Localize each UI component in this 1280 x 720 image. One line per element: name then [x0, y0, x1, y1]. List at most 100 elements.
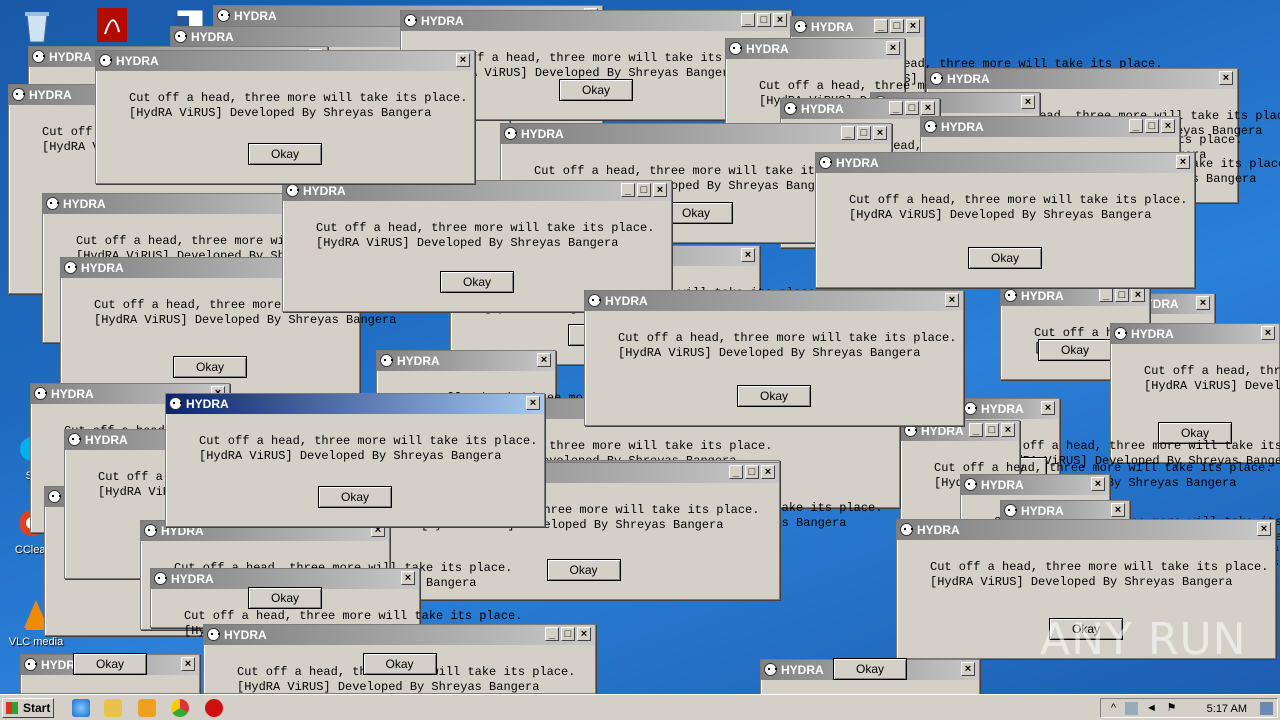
- title-bar[interactable]: HYDRA×: [961, 475, 1109, 495]
- close-button[interactable]: ×: [1001, 423, 1015, 437]
- close-button[interactable]: ×: [526, 396, 540, 410]
- title-bar[interactable]: HYDRA×: [96, 51, 474, 71]
- opera-icon[interactable]: [205, 699, 223, 717]
- okay-button[interactable]: Okay: [546, 559, 621, 581]
- close-button[interactable]: ×: [1196, 296, 1210, 310]
- close-button[interactable]: ×: [181, 657, 195, 671]
- title-bar[interactable]: HYDRA×□_: [204, 625, 595, 645]
- minimize-button[interactable]: _: [1099, 288, 1113, 302]
- okay-button[interactable]: Okay: [73, 653, 147, 675]
- okay-button[interactable]: Okay: [1158, 422, 1232, 444]
- maximize-button[interactable]: □: [637, 183, 651, 197]
- close-button[interactable]: ×: [456, 53, 470, 67]
- title-bar[interactable]: HYDRA×: [816, 153, 1194, 173]
- minimize-button[interactable]: _: [874, 19, 888, 33]
- okay-button[interactable]: Okay: [559, 79, 633, 101]
- okay-button[interactable]: Okay: [318, 486, 392, 508]
- minimize-button[interactable]: _: [741, 13, 755, 27]
- volume-icon[interactable]: ◄: [1146, 702, 1157, 714]
- okay-button[interactable]: Okay: [248, 143, 322, 165]
- minimize-button[interactable]: _: [621, 183, 635, 197]
- title-bar[interactable]: HYDRA×: [377, 351, 555, 371]
- close-button[interactable]: ×: [873, 126, 887, 140]
- close-button[interactable]: ×: [401, 571, 415, 585]
- minimize-button[interactable]: _: [1129, 119, 1143, 133]
- close-button[interactable]: ×: [906, 19, 920, 33]
- maximize-button[interactable]: □: [745, 465, 759, 479]
- close-button[interactable]: ×: [945, 293, 959, 307]
- close-button[interactable]: ×: [1219, 71, 1233, 85]
- okay-button[interactable]: Okay: [1049, 618, 1123, 640]
- okay-button[interactable]: Okay: [1038, 339, 1112, 361]
- minimize-button[interactable]: _: [841, 126, 855, 140]
- maximize-button[interactable]: □: [985, 423, 999, 437]
- minimize-button[interactable]: _: [969, 423, 983, 437]
- minimize-button[interactable]: _: [729, 465, 743, 479]
- title-bar[interactable]: HYDRA×: [1111, 324, 1279, 344]
- close-button[interactable]: ×: [961, 662, 975, 676]
- okay-button[interactable]: Okay: [737, 385, 811, 407]
- maximize-button[interactable]: □: [905, 101, 919, 115]
- title-bar[interactable]: HYDRA×□_: [921, 117, 1179, 137]
- okay-button[interactable]: Okay: [248, 587, 322, 609]
- show-desktop-icon[interactable]: [1260, 702, 1273, 715]
- close-button[interactable]: ×: [1131, 288, 1145, 302]
- maximize-button[interactable]: □: [1115, 288, 1129, 302]
- close-button[interactable]: ×: [577, 627, 591, 641]
- message-body: Cut off a head, three more will take its…: [1111, 344, 1280, 394]
- title-bar[interactable]: HYDRA×□_: [1001, 286, 1149, 306]
- close-button[interactable]: ×: [921, 101, 935, 115]
- title-bar[interactable]: HYDRA×: [961, 399, 1059, 419]
- close-button[interactable]: ×: [773, 13, 787, 27]
- maximize-button[interactable]: □: [1145, 119, 1159, 133]
- close-button[interactable]: ×: [1021, 95, 1035, 109]
- okay-button[interactable]: Okay: [833, 658, 907, 680]
- okay-button[interactable]: Okay: [968, 247, 1042, 269]
- title-bar[interactable]: HYDRA×: [166, 394, 544, 414]
- close-button[interactable]: ×: [741, 248, 755, 262]
- title-bar[interactable]: HYDRA×□_: [283, 181, 671, 201]
- close-button[interactable]: ×: [1161, 119, 1175, 133]
- title-bar[interactable]: HYDRA×□_: [401, 11, 791, 31]
- title-bar[interactable]: HYDRA×□_: [901, 421, 1019, 441]
- close-button[interactable]: ×: [537, 353, 551, 367]
- title-bar[interactable]: HYDRA×: [1001, 501, 1129, 521]
- maximize-button[interactable]: □: [890, 19, 904, 33]
- close-button[interactable]: ×: [1091, 477, 1105, 491]
- show-hidden-icons-icon[interactable]: ^: [1110, 702, 1117, 714]
- title-bar[interactable]: HYDRA×: [585, 291, 963, 311]
- close-button[interactable]: ×: [761, 465, 775, 479]
- explorer-icon[interactable]: [104, 699, 122, 717]
- title-bar[interactable]: HYDRA×: [897, 520, 1275, 540]
- close-button[interactable]: ×: [1041, 401, 1055, 415]
- clock[interactable]: 5:17 AM: [1206, 703, 1247, 715]
- network-icon[interactable]: [1125, 702, 1138, 715]
- title-bar[interactable]: HYDRA×: [726, 39, 904, 59]
- vlc-shortcut[interactable]: VLC media: [4, 596, 68, 648]
- close-button[interactable]: ×: [1111, 503, 1125, 517]
- title-bar[interactable]: HYDRA×□_: [501, 124, 891, 144]
- maximize-button[interactable]: □: [757, 13, 771, 27]
- acrobat-shortcut[interactable]: [80, 6, 144, 44]
- close-button[interactable]: ×: [886, 41, 900, 55]
- okay-button[interactable]: Okay: [173, 356, 247, 378]
- minimize-button[interactable]: _: [889, 101, 903, 115]
- ie-icon[interactable]: [72, 699, 90, 717]
- close-button[interactable]: ×: [1261, 326, 1275, 340]
- okay-button[interactable]: Okay: [440, 271, 514, 293]
- title-bar[interactable]: HYDRA×□_: [791, 17, 924, 37]
- okay-button[interactable]: Okay: [362, 653, 437, 675]
- close-button[interactable]: ×: [1257, 522, 1271, 536]
- close-button[interactable]: ×: [1176, 155, 1190, 169]
- maximize-button[interactable]: □: [561, 627, 575, 641]
- close-button[interactable]: ×: [653, 183, 667, 197]
- title-bar[interactable]: HYDRA×: [927, 69, 1237, 89]
- chrome-icon[interactable]: [171, 699, 189, 717]
- media-player-icon[interactable]: [138, 699, 156, 717]
- title-bar[interactable]: HYDRA×□_: [781, 99, 939, 119]
- maximize-button[interactable]: □: [857, 126, 871, 140]
- action-center-flag-icon[interactable]: ⚑: [1166, 702, 1177, 714]
- title-bar[interactable]: HYDRA×: [151, 569, 419, 589]
- start-button[interactable]: Start: [2, 698, 54, 718]
- minimize-button[interactable]: _: [545, 627, 559, 641]
